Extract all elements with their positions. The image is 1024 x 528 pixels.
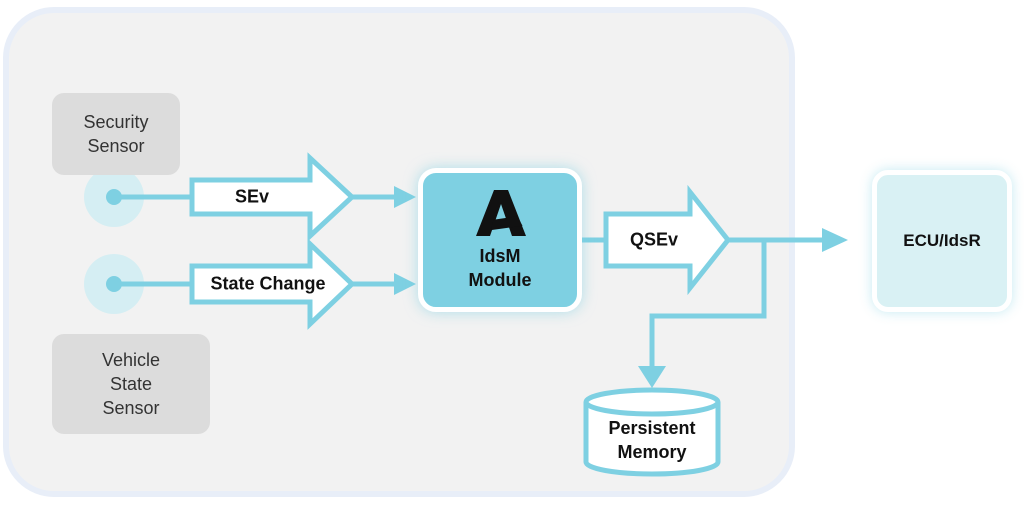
qsev-to-memory-line: [649, 240, 767, 370]
persistent-memory-top: [583, 387, 721, 417]
vehicle-sensor-line-2: State: [109, 374, 152, 394]
security-sensor-line-1: Security: [83, 112, 149, 132]
persistent-memory-cylinder: [583, 402, 721, 477]
ecu-idsr: ECU/IdsR: [872, 170, 1012, 312]
qsev-to-ecu-arrowhead: [822, 228, 848, 252]
persistent-memory-label: Persistent Memory: [600, 416, 704, 464]
state-change-label: State Change: [210, 273, 326, 294]
autosar-a-logo-icon: [476, 190, 526, 236]
vehicle-sensor-line-3: Sensor: [102, 398, 160, 418]
security-sensor-line-2: Sensor: [87, 136, 145, 156]
persistent-memory-line-2: Memory: [617, 442, 687, 462]
vehicle-state-sensor: Vehicle State Sensor: [52, 334, 210, 434]
vehicle-sensor-line-1: Vehicle: [101, 350, 161, 370]
qsev-to-memory-arrowhead: [638, 366, 666, 388]
idsm-module-line-2: Module: [468, 270, 532, 290]
sev-arrow-shape: [189, 152, 356, 242]
persistent-memory-line-1: Persistent: [608, 418, 696, 438]
qsev-label: QSEv: [629, 229, 679, 250]
sev-to-module-arrowhead: [394, 186, 416, 208]
sev-label: SEv: [234, 186, 270, 207]
state-to-module-arrowhead: [394, 273, 416, 295]
security-sensor: Security Sensor: [52, 93, 180, 175]
state-change-arrow-shape: [189, 238, 356, 330]
idsm-module-line-1: IdsM: [479, 246, 521, 266]
idsm-module: IdsM Module: [418, 168, 582, 312]
ecu-idsr-label: ECU/IdsR: [903, 231, 981, 250]
qsev-arrow-shape: [603, 184, 732, 296]
